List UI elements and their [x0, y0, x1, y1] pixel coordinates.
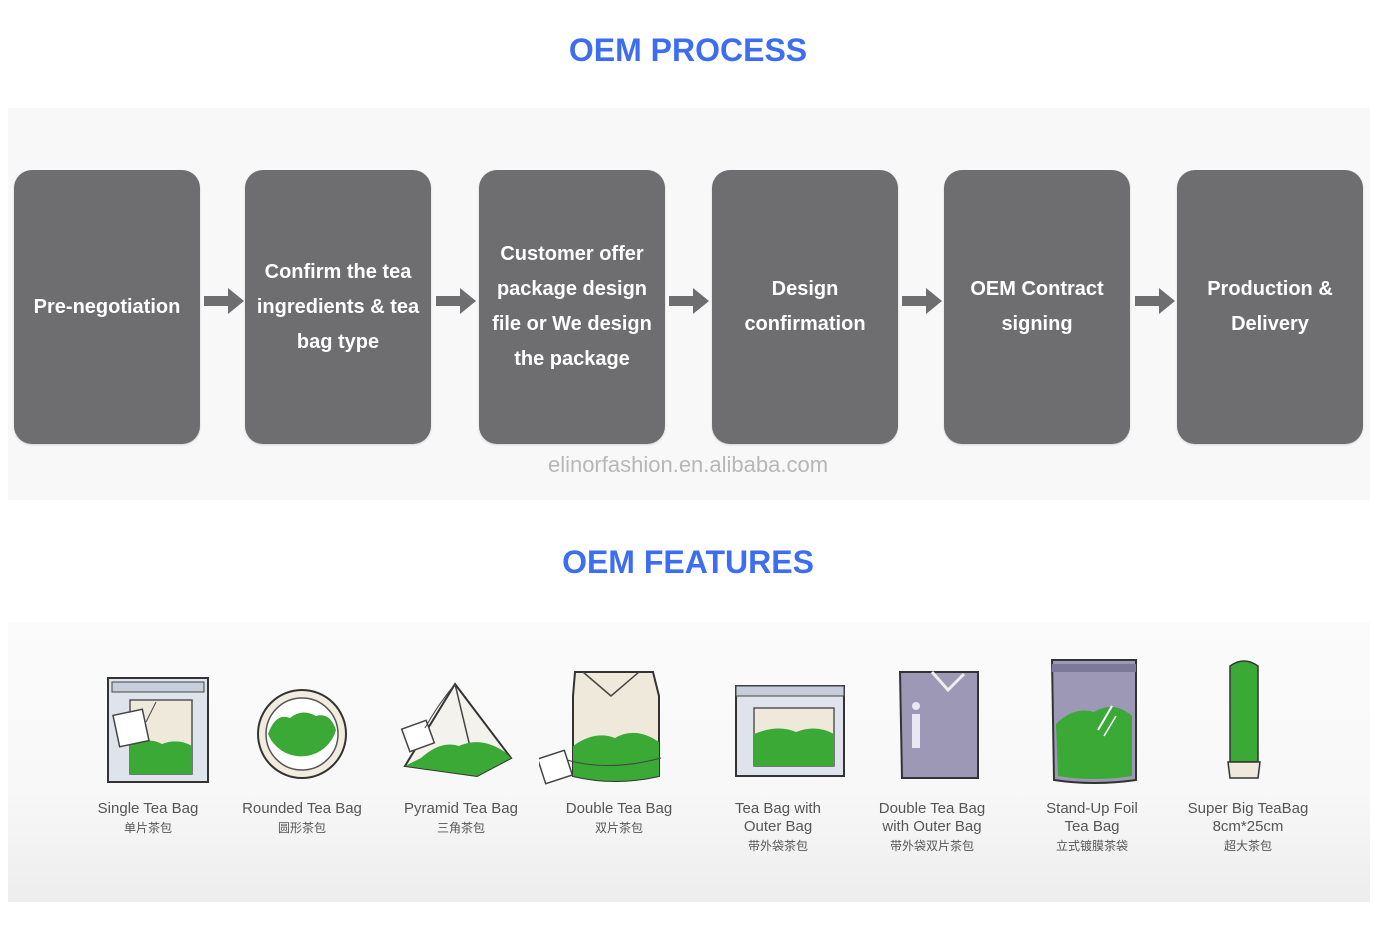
step-label-line: the package [514, 348, 630, 370]
stand-up-foil-bag-icon [1050, 659, 1137, 784]
oem-features-title: OEM FEATURES [562, 544, 814, 580]
arrow-right-icon [669, 288, 709, 314]
feature-name-line: Tea Bag with [735, 800, 821, 817]
step-label-line: Delivery [1231, 313, 1309, 335]
feature-name-line: with Outer Bag [882, 818, 982, 835]
step-label-line: confirmation [744, 313, 866, 335]
arrow-right-icon [436, 288, 476, 314]
feature-label: Rounded Tea Bag 圆形茶包 [222, 800, 382, 838]
step-production-delivery: Production & Delivery [1177, 170, 1363, 444]
step-label-line: signing [1001, 313, 1073, 335]
feature-label: Tea Bag with Outer Bag 带外袋茶包 [698, 800, 858, 856]
feature-name-line: Single Tea Bag [97, 800, 199, 817]
feature-name-line: Double Tea Bag [878, 800, 986, 817]
feature-label: Single Tea Bag 单片茶包 [68, 800, 228, 838]
rounded-tea-bag-icon [257, 689, 347, 779]
step-pre-negotiation: Pre-negotiation [14, 170, 200, 444]
feature-name-cn: 立式镀膜茶袋 [1055, 839, 1128, 853]
feature-name-line: Super Big TeaBag [1187, 800, 1309, 817]
watermark: elinorfashion.en.alibaba.com [547, 452, 829, 477]
feature-label: Double Tea Bag 双片茶包 [539, 800, 699, 838]
step-contract-signing: OEM Contract signing [944, 170, 1130, 444]
double-tea-bag-icon [539, 671, 662, 785]
feature-name-line: 8cm*25cm [1212, 818, 1284, 835]
feature-label: Stand-Up Foil Tea Bag 立式镀膜茶袋 [1012, 800, 1172, 856]
feature-name-cn: 带外袋双片茶包 [889, 839, 974, 853]
step-label-line: bag type [296, 330, 380, 353]
step-label-line: Design [771, 278, 839, 300]
oem-process-title: OEM PROCESS [568, 32, 808, 68]
step-label-line: ingredients & tea [256, 295, 420, 318]
double-tea-bag-outer-bag-icon [898, 671, 979, 779]
step-label-line: package design [496, 278, 648, 300]
feature-name-cn: 三角茶包 [436, 821, 485, 835]
arrow-right-icon [1135, 288, 1175, 314]
step-label-line: file or We design [492, 313, 652, 335]
feature-label: Super Big TeaBag 8cm*25cm 超大茶包 [1168, 800, 1328, 856]
feature-label: Pyramid Tea Bag 三角茶包 [381, 800, 541, 838]
feature-name-cn: 圆形茶包 [277, 821, 326, 835]
feature-label: Double Tea Bag with Outer Bag 带外袋双片茶包 [852, 800, 1012, 856]
tea-bag-outer-bag-icon [735, 685, 845, 777]
pyramid-tea-bag-icon [400, 682, 513, 778]
step-package-design: Customer offer package design file or We… [479, 170, 665, 444]
feature-name-line: Tea Bag [1064, 818, 1120, 835]
feature-name-line: Double Tea Bag [565, 800, 673, 817]
step-label: Pre-negotiation [33, 295, 181, 318]
step-label-line: OEM Contract [970, 278, 1104, 300]
feature-name-cn: 单片茶包 [123, 821, 172, 835]
step-design-confirmation: Design confirmation [712, 170, 898, 444]
feature-name-cn: 带外袋茶包 [747, 839, 808, 853]
feature-name-line: Rounded Tea Bag [242, 800, 362, 817]
step-label-line: Customer offer [500, 243, 644, 265]
arrow-right-icon [204, 288, 244, 314]
single-tea-bag-icon [107, 677, 209, 783]
feature-name-cn: 双片茶包 [594, 821, 643, 835]
super-big-tea-bag-icon [1227, 660, 1261, 779]
step-label-line: Confirm the tea [264, 260, 412, 283]
feature-name-line: Outer Bag [743, 818, 813, 835]
feature-name-cn: 超大茶包 [1223, 839, 1272, 853]
features-band [8, 622, 1370, 902]
feature-name-line: Pyramid Tea Bag [404, 800, 518, 817]
step-label-line: Production & [1207, 278, 1333, 300]
feature-name-line: Stand-Up Foil [1046, 800, 1138, 817]
step-confirm-ingredients: Confirm the tea ingredients & tea bag ty… [245, 170, 431, 444]
arrow-right-icon [902, 288, 942, 314]
